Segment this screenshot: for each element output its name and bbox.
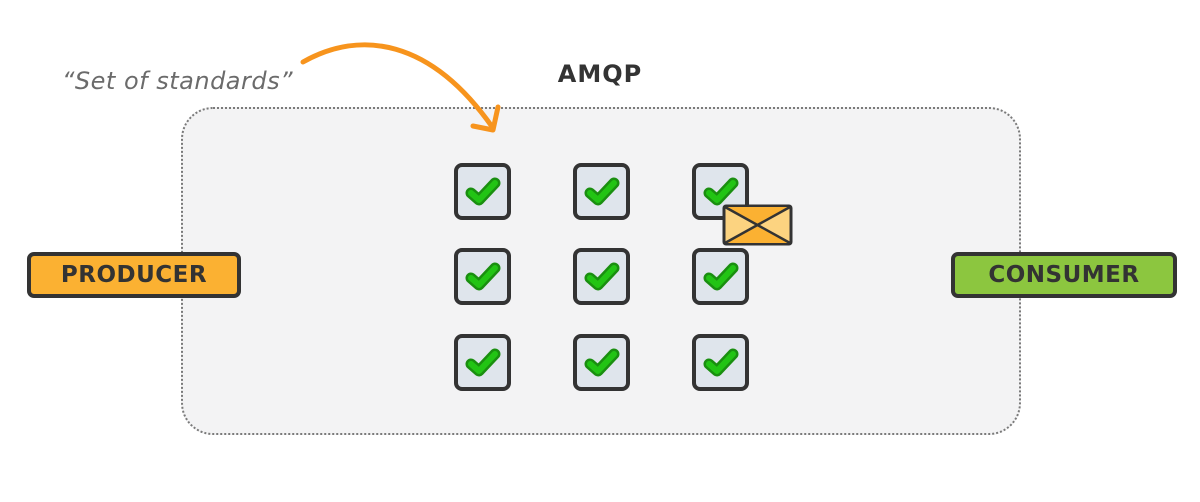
checkbox-r3-c3	[692, 334, 749, 391]
checkbox-r1-c2	[573, 163, 630, 220]
checkmark-icon	[465, 177, 501, 206]
checkmark-icon	[703, 348, 739, 377]
checkbox-r2-c1	[454, 248, 511, 305]
annotation-text: “Set of standards”	[62, 67, 294, 95]
checkmark-icon	[703, 262, 739, 291]
checkbox-r3-c1	[454, 334, 511, 391]
checkmark-icon	[465, 348, 501, 377]
checkmark-icon	[703, 177, 739, 206]
checkbox-r2-c2	[573, 248, 630, 305]
consumer-box: CONSUMER	[951, 252, 1177, 298]
checkbox-r3-c2	[573, 334, 630, 391]
checkmark-icon	[584, 262, 620, 291]
checkmark-icon	[465, 262, 501, 291]
producer-box: PRODUCER	[27, 252, 241, 298]
checkbox-r2-c3	[692, 248, 749, 305]
consumer-label: CONSUMER	[988, 262, 1140, 288]
checkbox-r1-c3	[692, 163, 749, 220]
checkmark-icon	[584, 177, 620, 206]
producer-label: PRODUCER	[60, 262, 208, 288]
envelope-icon	[722, 204, 793, 246]
diagram-title: AMQP	[0, 60, 1200, 88]
amqp-title: AMQP	[557, 60, 643, 88]
checkmark-icon	[584, 348, 620, 377]
checkbox-r1-c1	[454, 163, 511, 220]
